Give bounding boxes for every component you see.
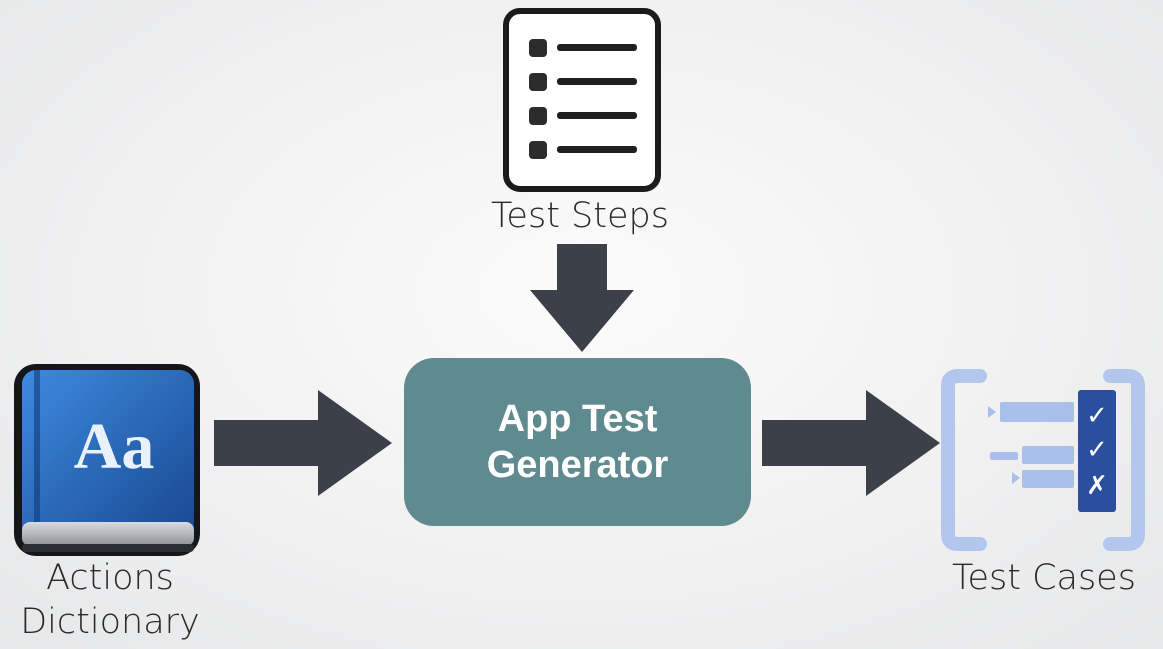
test-case-mark-3: ✗ [1086, 471, 1108, 501]
test-steps-label: Test Steps [491, 196, 669, 236]
actions-label-line1: Actions [46, 558, 174, 598]
dictionary-book-icon: Aa [14, 364, 200, 556]
test-case-mark-2: ✓ [1086, 435, 1108, 465]
test-case-mark-1: ✓ [1086, 401, 1108, 431]
actions-label-line2: Dictionary [20, 602, 200, 642]
app-test-generator-box: App Test Generator [404, 358, 751, 526]
test-cases-label: Test Cases [952, 558, 1136, 598]
arrow-right-generator-to-test-cases [762, 390, 940, 496]
arrow-right-dictionary-to-generator [214, 390, 392, 496]
book-cover-text: Aa [74, 410, 155, 483]
generator-title-line2: Generator [486, 444, 669, 486]
checklist-icon [503, 8, 661, 192]
arrow-down-steps-to-generator [530, 244, 634, 352]
actions-dictionary-label: Actions Dictionary [0, 556, 220, 644]
generator-title-line1: App Test [497, 398, 658, 440]
test-cases-icon: ✓ ✓ ✗ [941, 369, 1145, 551]
